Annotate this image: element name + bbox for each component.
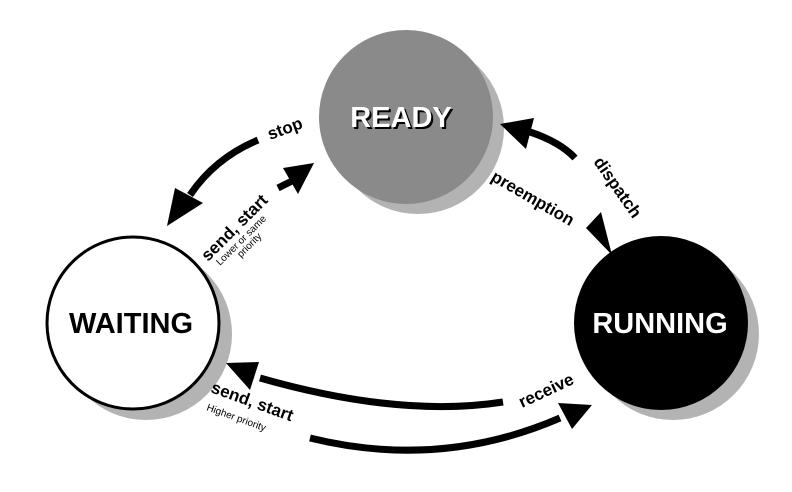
ready-state-circle — [319, 30, 493, 204]
stop-arrowhead — [167, 188, 203, 226]
receive-arrowhead — [226, 362, 259, 390]
waiting-state-label: WAITING — [69, 308, 193, 340]
state-running[interactable]: RUNNING — [574, 236, 748, 410]
waiting-state-circle — [45, 235, 221, 411]
preemption-label: preemption — [488, 167, 578, 230]
dispatch-label: dispatch — [590, 153, 646, 221]
transition-dispatch: dispatch — [500, 118, 645, 222]
dispatch-arrowhead — [500, 118, 534, 149]
running-state-label: RUNNING — [592, 308, 727, 340]
transition-send-start-lower: send, start Lower or same priority — [197, 163, 314, 268]
stop-label: stop — [265, 114, 305, 144]
ready-state-label: READY — [350, 102, 452, 134]
preemption-arrowhead — [586, 212, 612, 255]
send-start-higher-arrow-shaft — [309, 414, 562, 454]
send-start-lower-arrowhead — [283, 163, 314, 194]
running-state-circle — [574, 236, 748, 410]
dispatch-arrow-shaft — [528, 128, 578, 161]
state-waiting[interactable]: WAITING — [45, 235, 221, 411]
state-ready[interactable]: READY READY — [319, 30, 493, 204]
stop-arrow-shaft — [187, 136, 260, 197]
ready-state-label-shadow: READY — [352, 104, 454, 136]
receive-arrow-shaft — [259, 374, 504, 411]
transition-preemption: preemption — [488, 167, 612, 255]
send-start-higher-arrowhead — [558, 403, 592, 429]
